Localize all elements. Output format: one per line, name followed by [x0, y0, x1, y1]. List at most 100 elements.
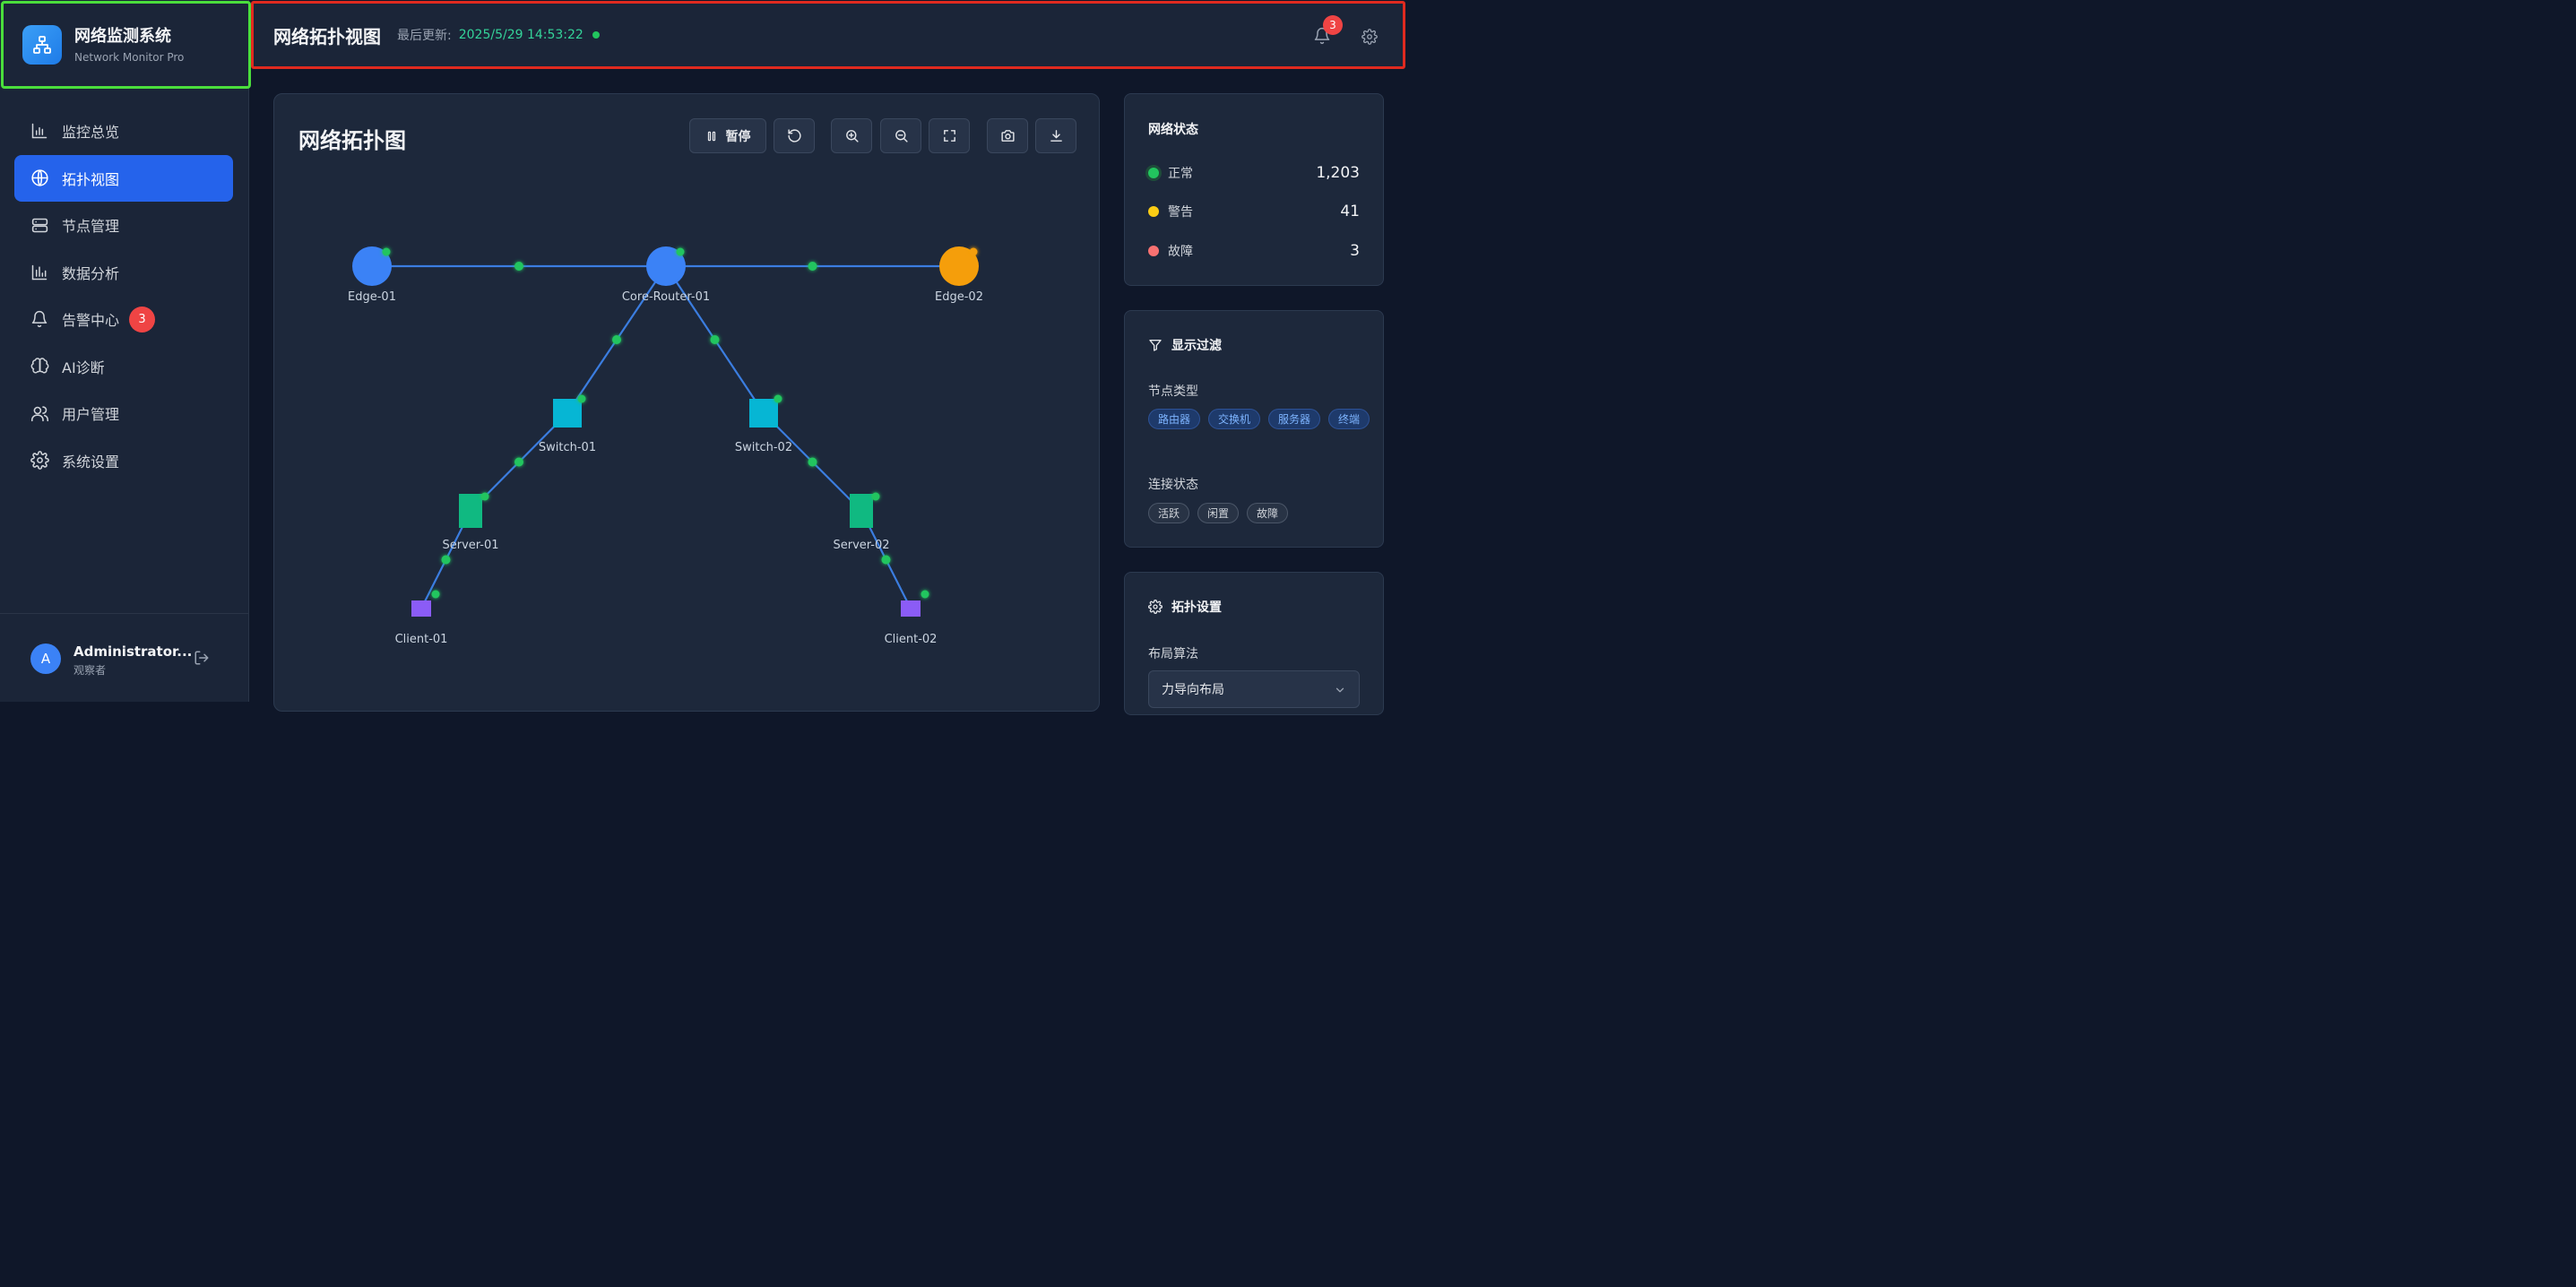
filter-title: 显示过滤 — [1171, 339, 1222, 353]
last-updated-label: 最后更新: — [397, 29, 452, 43]
sidebar-item-ai-diagnosis[interactable]: AI诊断 — [14, 343, 233, 390]
topology-node-srv1[interactable]: Server-01 — [442, 492, 499, 553]
user-name: Administrator... — [73, 644, 193, 660]
sidebar-nav: 监控总览 拓扑视图 节点管理 数据分析 告警中心 3 — [14, 108, 233, 484]
chip-idle[interactable]: 闲置 — [1197, 503, 1240, 523]
refresh-icon — [787, 128, 802, 143]
users-icon — [29, 402, 50, 424]
fullscreen-button[interactable] — [929, 118, 970, 153]
sidebar-item-analytics[interactable]: 数据分析 — [14, 249, 233, 296]
chip-router[interactable]: 路由器 — [1148, 409, 1201, 429]
status-row-warning: 警告 41 — [1148, 201, 1360, 222]
notification-bell-icon[interactable] — [1313, 27, 1333, 47]
top-header: 网络拓扑视图 最后更新: 2025/5/29 14:53:22 3 — [251, 1, 1405, 69]
topology-node-core[interactable]: Core-Router-01 — [622, 246, 710, 304]
screenshot-button[interactable] — [987, 118, 1028, 153]
normal-status-dot — [1148, 168, 1159, 178]
link-traffic-dot — [808, 262, 817, 271]
node-status-dot — [774, 394, 782, 403]
settings-gear-icon[interactable] — [1361, 29, 1378, 45]
layout-algorithm-select[interactable]: 力导向布局 — [1148, 670, 1360, 708]
node-label: Server-02 — [833, 539, 889, 552]
pause-button[interactable]: 暂停 — [689, 118, 766, 153]
topology-node-cl2[interactable]: Client-02 — [885, 590, 938, 647]
sidebar-item-users[interactable]: 用户管理 — [14, 390, 233, 436]
link-traffic-dot — [612, 335, 621, 344]
node-shape — [646, 246, 686, 286]
live-status-dot — [592, 31, 600, 39]
chip-fault[interactable]: 故障 — [1247, 503, 1289, 523]
download-button[interactable] — [1035, 118, 1076, 153]
topology-node-srv2[interactable]: Server-02 — [833, 492, 890, 553]
node-shape — [901, 600, 921, 617]
topology-node-cl1[interactable]: Client-01 — [395, 590, 448, 647]
bar-chart-icon — [29, 120, 50, 142]
status-value: 3 — [1350, 242, 1360, 260]
filter-icon — [1148, 338, 1163, 352]
logout-icon[interactable] — [194, 650, 210, 666]
brand-header[interactable]: 网络监测系统 Network Monitor Pro — [1, 1, 251, 89]
node-type-chips: 路由器 交换机 服务器 终端 — [1148, 409, 1372, 429]
node-type-label: 节点类型 — [1148, 384, 1198, 399]
node-status-dot — [871, 492, 880, 501]
sidebar-item-label: 监控总览 — [62, 124, 120, 141]
node-label: Client-01 — [395, 633, 448, 646]
alert-count-badge: 3 — [129, 306, 156, 333]
sidebar-item-topology[interactable]: 拓扑视图 — [14, 154, 233, 202]
network-logo-icon — [22, 25, 62, 65]
chip-active[interactable]: 活跃 — [1148, 503, 1190, 523]
sidebar-item-label: 告警中心 — [62, 312, 120, 329]
link-traffic-dot — [808, 457, 817, 467]
zoom-in-button[interactable] — [831, 118, 872, 153]
sidebar-item-alerts[interactable]: 告警中心 3 — [14, 296, 233, 342]
node-status-dot — [676, 247, 685, 256]
node-status-dot — [480, 492, 489, 501]
user-profile: A Administrator... 观察者 — [0, 613, 249, 702]
node-label: Switch-01 — [539, 441, 596, 454]
avatar[interactable]: A — [30, 644, 61, 674]
refresh-button[interactable] — [774, 118, 815, 153]
page-title: 网络拓扑视图 — [273, 25, 381, 48]
node-status-dot — [382, 247, 391, 256]
topology-title: 网络拓扑图 — [298, 128, 406, 153]
topology-node-edge1[interactable]: Edge-01 — [348, 246, 396, 304]
status-label: 警告 — [1168, 205, 1193, 220]
node-label: Edge-02 — [935, 290, 983, 304]
bell-icon — [29, 308, 50, 330]
node-label: Client-02 — [885, 633, 938, 646]
node-shape — [749, 399, 778, 428]
status-value: 1,203 — [1316, 164, 1360, 182]
sidebar-item-nodes[interactable]: 节点管理 — [14, 202, 233, 248]
pause-icon — [705, 130, 718, 143]
node-status-dot — [577, 394, 586, 403]
topology-node-sw1[interactable]: Switch-01 — [539, 394, 596, 455]
link-traffic-dot — [881, 555, 891, 565]
warning-status-dot — [1148, 206, 1159, 217]
node-label: Server-01 — [442, 539, 498, 552]
topology-node-edge2[interactable]: Edge-02 — [935, 246, 983, 304]
zoom-out-button[interactable] — [880, 118, 921, 153]
filter-panel: 显示过滤 节点类型 路由器 交换机 服务器 终端 连接状态 活跃 闲置 故障 — [1124, 310, 1384, 548]
analytics-icon — [29, 262, 50, 283]
filter-title-row: 显示过滤 — [1148, 336, 1222, 354]
chip-terminal[interactable]: 终端 — [1328, 409, 1370, 429]
node-shape — [352, 246, 392, 286]
connection-status-label: 连接状态 — [1148, 478, 1198, 492]
node-status-dot — [969, 247, 978, 256]
brand-subtitle: Network Monitor Pro — [74, 51, 185, 64]
chip-server[interactable]: 服务器 — [1268, 409, 1321, 429]
node-shape — [553, 399, 582, 428]
sidebar-item-label: 拓扑视图 — [62, 170, 120, 188]
sidebar-item-label: 系统设置 — [62, 453, 120, 471]
node-shape — [939, 246, 979, 286]
topology-node-sw2[interactable]: Switch-02 — [735, 394, 792, 455]
node-shape — [411, 600, 431, 617]
sidebar-item-settings[interactable]: 系统设置 — [14, 437, 233, 484]
node-status-dot — [921, 590, 929, 599]
topology-settings-title-row: 拓扑设置 — [1148, 598, 1222, 616]
node-label: Core-Router-01 — [622, 290, 710, 304]
sidebar-item-overview[interactable]: 监控总览 — [14, 108, 233, 154]
chip-switch[interactable]: 交换机 — [1208, 409, 1261, 429]
brain-icon — [29, 356, 50, 377]
